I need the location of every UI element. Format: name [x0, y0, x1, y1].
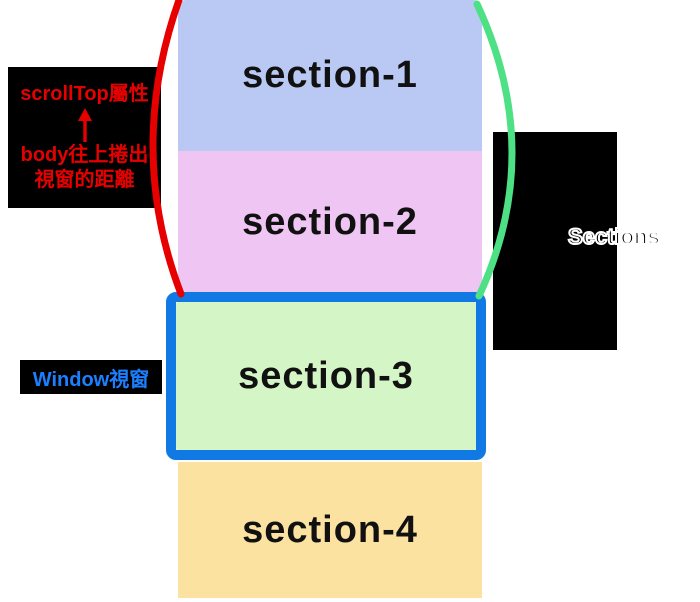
- scrolltop-annotation: scrollTop屬性 body往上捲出 視窗的距離: [8, 67, 161, 208]
- section-4-block: section-4: [178, 462, 482, 598]
- section-2-label: section-2: [242, 200, 418, 243]
- window-viewport-annotation-label: Window視窗: [32, 368, 150, 391]
- section-1-block: section-1: [178, 0, 482, 151]
- section-1-label: section-1: [242, 54, 418, 96]
- scrolltop-annotation-desc1: body往上捲出: [20, 144, 149, 166]
- section-2-block: section-2: [178, 151, 482, 293]
- sections-annotation-label: Sections: [567, 223, 661, 250]
- section-3-block: section-3: [176, 302, 476, 450]
- up-arrow-icon: [75, 107, 95, 143]
- section-3-label: section-3: [238, 354, 414, 397]
- section-4-label: section-4: [242, 508, 418, 551]
- window-viewport-frame: section-3: [166, 292, 486, 460]
- scrolltop-annotation-desc2: 視窗的距離: [34, 169, 135, 191]
- scrolltop-annotation-title: scrollTop屬性: [20, 83, 149, 105]
- window-viewport-annotation: Window視窗: [20, 360, 162, 394]
